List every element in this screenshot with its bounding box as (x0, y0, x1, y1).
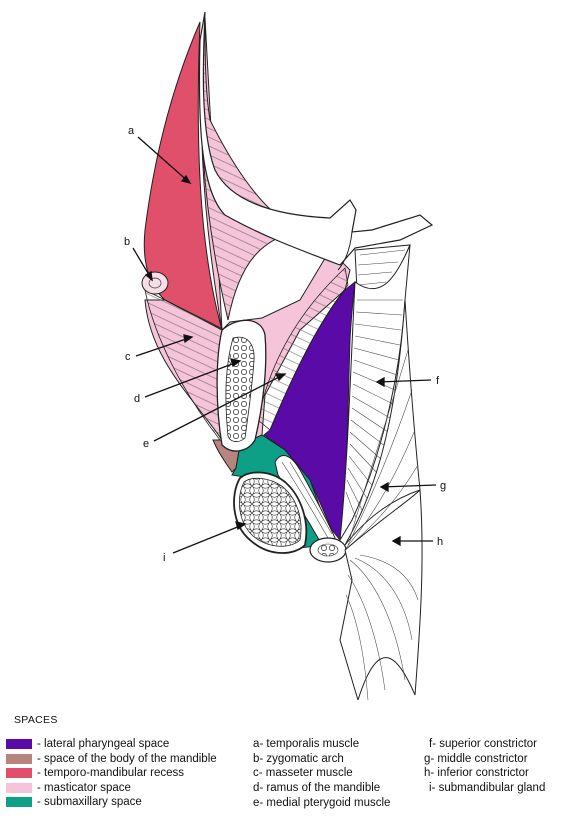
legend-space-label: - space of the body of the mandible (37, 753, 217, 765)
key-item-a: a- temporalis muscle (253, 738, 360, 750)
label-b: b (124, 236, 130, 248)
swatch-lateral-pharyngeal (6, 739, 32, 749)
inferior-constrictor (339, 488, 423, 700)
legend-space-row: - lateral pharyngeal space (6, 737, 169, 751)
legend-space-label: - temporo-mandibular recess (37, 767, 185, 779)
legend-space-label: - submaxillary space (37, 796, 142, 808)
label-a: a (128, 125, 135, 137)
legend-title: SPACES (14, 714, 58, 726)
key-item-i: i- submandibular gland (429, 782, 546, 795)
legend-space-row: - space of the body of the mandible (6, 752, 217, 766)
key-item-d: d- ramus of the mandible (253, 782, 381, 795)
hyoid-bone (309, 537, 347, 563)
label-d: d (134, 393, 140, 405)
key-item-c: c- masseter muscle (253, 767, 353, 780)
label-e: e (143, 438, 149, 450)
legend-key-column-2: f- superior constrictor g- middle constr… (424, 737, 545, 796)
label-f: f (436, 375, 440, 387)
label-h: h (437, 536, 443, 548)
legend: SPACES - lateral pharyngeal space - spac… (0, 700, 586, 821)
legend-space-label: - lateral pharyngeal space (37, 738, 170, 750)
swatch-submaxillary (6, 797, 32, 807)
key-item-e: e- medial pterygoid muscle (253, 796, 391, 809)
callout-arrows (132, 136, 437, 554)
key-item-g: g- middle constrictor (424, 752, 528, 765)
key-item-b: b- zygomatic arch (253, 752, 344, 765)
swatch-temporo-mandibular (6, 768, 32, 778)
legend-space-row: - masticator space (6, 781, 131, 795)
middle-constrictor (344, 299, 421, 551)
submandibular-gland (233, 471, 308, 554)
label-c: c (125, 351, 131, 363)
anatomy-diagram: a b c d e f g h i (124, 11, 446, 700)
legend-space-row: - submaxillary space (6, 795, 142, 809)
label-i: i (163, 552, 165, 564)
legend-space-row: - temporo-mandibular recess (6, 766, 184, 780)
label-g: g (440, 480, 446, 492)
superior-constrictor (339, 244, 411, 541)
legend-key-column-1: a- temporalis muscle b- zygomatic arch c… (253, 737, 390, 810)
swatch-body-of-mandible (6, 754, 32, 764)
skull-base (198, 11, 434, 266)
key-item-h: h- inferior constrictor (424, 767, 529, 780)
key-item-f: f- superior constrictor (429, 738, 538, 750)
legend-space-label: - masticator space (37, 782, 131, 794)
swatch-masticator (6, 783, 32, 793)
